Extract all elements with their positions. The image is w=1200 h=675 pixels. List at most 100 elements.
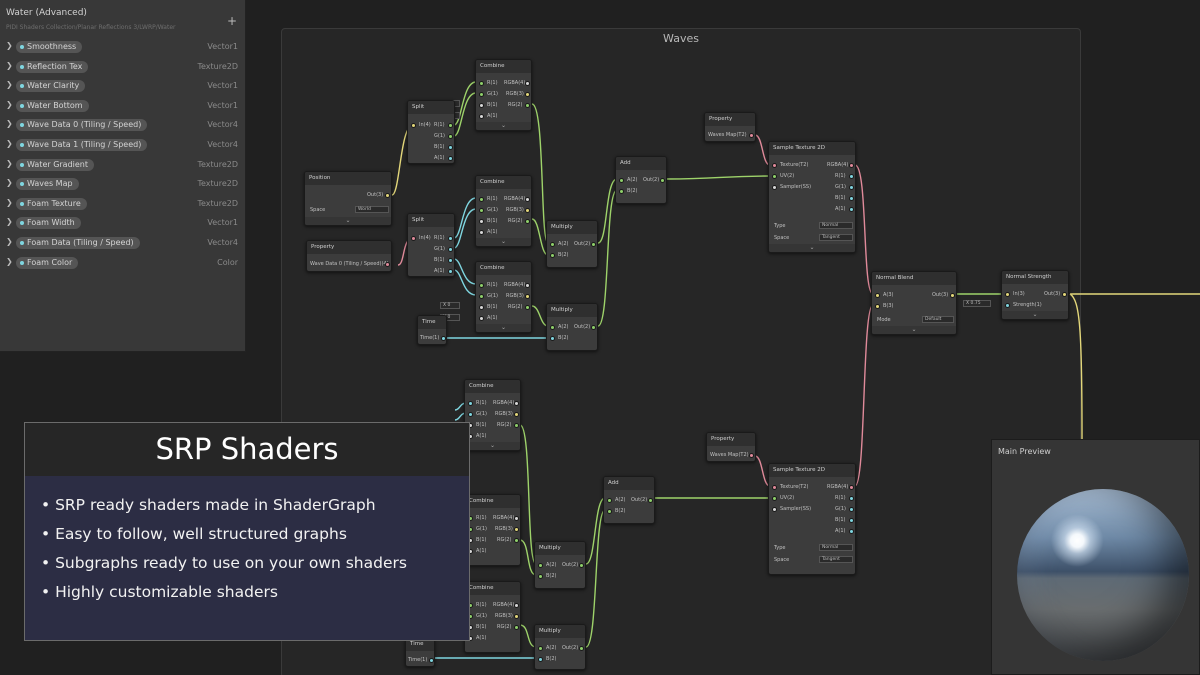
normal-strength-node[interactable]: Normal Strength In(3) Strength(1) Out(3)… <box>1001 270 1069 320</box>
property-node[interactable]: Property Wave Data 0 (Tiling / Speed)(4) <box>306 240 392 272</box>
output-port[interactable] <box>514 625 519 630</box>
multiply-node[interactable]: Multiply A(2) B(2) Out(2) <box>546 303 598 351</box>
space-dropdown[interactable]: World <box>355 206 389 213</box>
strength-field[interactable]: X 0.75 <box>963 300 991 307</box>
chevron-right-icon[interactable]: ❯ <box>6 178 13 188</box>
input-port[interactable] <box>479 103 484 108</box>
output-port[interactable] <box>525 197 530 202</box>
input-port[interactable] <box>538 574 543 579</box>
output-port[interactable] <box>385 193 390 198</box>
property-row[interactable]: ❯Wave Data 1 (Tiling / Speed)Vector4 <box>0 136 246 155</box>
time-node[interactable]: Time Time(1) <box>417 315 447 345</box>
expand-chevron-icon[interactable]: ⌄ <box>305 217 391 225</box>
output-port[interactable] <box>849 507 854 512</box>
chevron-right-icon[interactable]: ❯ <box>6 60 13 70</box>
output-port[interactable] <box>950 293 955 298</box>
input-port[interactable] <box>479 197 484 202</box>
output-port[interactable] <box>749 133 754 138</box>
input-port[interactable] <box>607 509 612 514</box>
property-row[interactable]: ❯Wave Data 0 (Tiling / Speed)Vector4 <box>0 116 246 135</box>
output-port[interactable] <box>525 92 530 97</box>
input-port[interactable] <box>468 401 473 406</box>
x-field[interactable]: X 0 <box>440 302 460 309</box>
property-node[interactable]: Property Waves Map(T2) <box>706 432 756 462</box>
expand-chevron-icon[interactable]: ⌄ <box>476 122 531 130</box>
output-port[interactable] <box>514 423 519 428</box>
property-name[interactable]: Foam Data (Tiling / Speed) <box>16 237 140 249</box>
output-port[interactable] <box>441 336 446 341</box>
add-node[interactable]: Add A(2) B(2) Out(2) <box>615 156 667 204</box>
input-port[interactable] <box>772 163 777 168</box>
input-port[interactable] <box>550 325 555 330</box>
input-port[interactable] <box>538 563 543 568</box>
output-port[interactable] <box>514 516 519 521</box>
combine-node[interactable]: Combine R(1) G(1) B(1) A(1) RGBA(4) RGB(… <box>464 379 521 451</box>
space-dropdown[interactable]: Tangent <box>819 234 853 241</box>
property-node[interactable]: Property Waves Map(T2) <box>704 112 756 142</box>
property-name[interactable]: Reflection Tex <box>16 60 89 73</box>
input-port[interactable] <box>772 496 777 501</box>
output-port[interactable] <box>514 527 519 532</box>
main-preview-panel[interactable]: Main Preview <box>991 439 1200 675</box>
input-port[interactable] <box>479 305 484 310</box>
input-port[interactable] <box>619 178 624 183</box>
output-port[interactable] <box>514 538 519 543</box>
input-port[interactable] <box>479 81 484 86</box>
property-name[interactable]: Water Clarity <box>16 80 86 93</box>
time-node[interactable]: Time Time(1) <box>405 637 435 667</box>
preview-sphere[interactable] <box>1017 489 1189 661</box>
property-name[interactable]: Foam Width <box>16 217 81 230</box>
output-port[interactable] <box>849 174 854 179</box>
input-port[interactable] <box>772 485 777 490</box>
input-port[interactable] <box>875 304 880 309</box>
property-name[interactable]: Waves Map <box>16 178 79 191</box>
space-dropdown[interactable]: Tangent <box>819 556 853 563</box>
output-port[interactable] <box>448 145 453 150</box>
output-port[interactable] <box>525 81 530 86</box>
output-port[interactable] <box>591 325 596 330</box>
output-port[interactable] <box>514 401 519 406</box>
output-port[interactable] <box>525 103 530 108</box>
chevron-right-icon[interactable]: ❯ <box>6 237 13 246</box>
input-port[interactable] <box>479 114 484 119</box>
input-port[interactable] <box>479 92 484 97</box>
combine-node[interactable]: Combine R(1) G(1) B(1) A(1) RGBA(4) RGB(… <box>464 494 521 566</box>
output-port[interactable] <box>448 123 453 128</box>
chevron-right-icon[interactable]: ❯ <box>6 99 13 109</box>
property-name[interactable]: Water Bottom <box>16 99 89 112</box>
output-port[interactable] <box>660 178 665 183</box>
combine-node[interactable]: Combine R(1) G(1) B(1) A(1) RGBA(4) RGB(… <box>475 59 532 131</box>
output-port[interactable] <box>514 614 519 619</box>
output-port[interactable] <box>849 485 854 490</box>
output-port[interactable] <box>849 196 854 201</box>
output-port[interactable] <box>448 269 453 274</box>
output-port[interactable] <box>849 163 854 168</box>
property-name[interactable]: Foam Color <box>16 256 79 269</box>
combine-node[interactable]: Combine R(1) G(1) B(1) A(1) RGBA(4) RGB(… <box>464 581 521 653</box>
multiply-node[interactable]: Multiply A(2) B(2) Out(2) <box>546 220 598 268</box>
property-name[interactable]: Smoothness <box>16 41 83 53</box>
chevron-right-icon[interactable]: ❯ <box>6 158 13 168</box>
property-name[interactable]: Water Gradient <box>16 158 95 171</box>
mode-dropdown[interactable]: Default <box>922 316 954 323</box>
input-port[interactable] <box>619 189 624 194</box>
input-port[interactable] <box>1005 303 1010 308</box>
sample-texture-node[interactable]: Sample Texture 2D Texture(T2) UV(2) Samp… <box>768 141 856 253</box>
chevron-right-icon[interactable]: ❯ <box>6 217 13 227</box>
input-port[interactable] <box>479 219 484 224</box>
input-port[interactable] <box>411 236 416 241</box>
multiply-node[interactable]: Multiply A(2) B(2) Out(2) <box>534 624 586 670</box>
position-node[interactable]: Position Out(3) Space World ⌄ <box>304 171 392 226</box>
chevron-right-icon[interactable]: ❯ <box>6 119 13 129</box>
expand-chevron-icon[interactable]: ⌄ <box>1002 311 1068 319</box>
input-port[interactable] <box>479 208 484 213</box>
expand-chevron-icon[interactable]: ⌄ <box>872 326 956 334</box>
output-port[interactable] <box>591 242 596 247</box>
input-port[interactable] <box>538 657 543 662</box>
